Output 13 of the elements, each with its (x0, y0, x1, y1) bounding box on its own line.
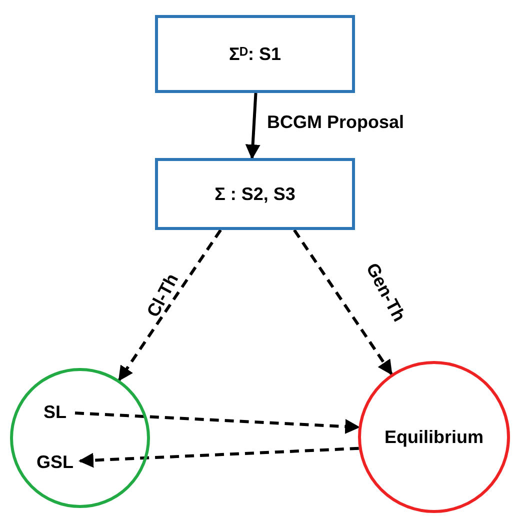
arrow (118, 229, 222, 382)
arrow (74, 412, 360, 434)
node-label: Σᴰ: S1 (229, 44, 281, 64)
arrow (245, 92, 260, 160)
process-box (155, 158, 355, 230)
process-box (155, 15, 355, 93)
arrow (78, 446, 359, 468)
node-label: SL (35, 398, 75, 426)
node-label: Equilibrium (384, 426, 484, 448)
edge-label: Cl-Th (142, 269, 184, 322)
node-label: GSL (30, 448, 80, 476)
arrow (293, 229, 393, 376)
node-label: Σ : S2, S3 (214, 184, 296, 204)
